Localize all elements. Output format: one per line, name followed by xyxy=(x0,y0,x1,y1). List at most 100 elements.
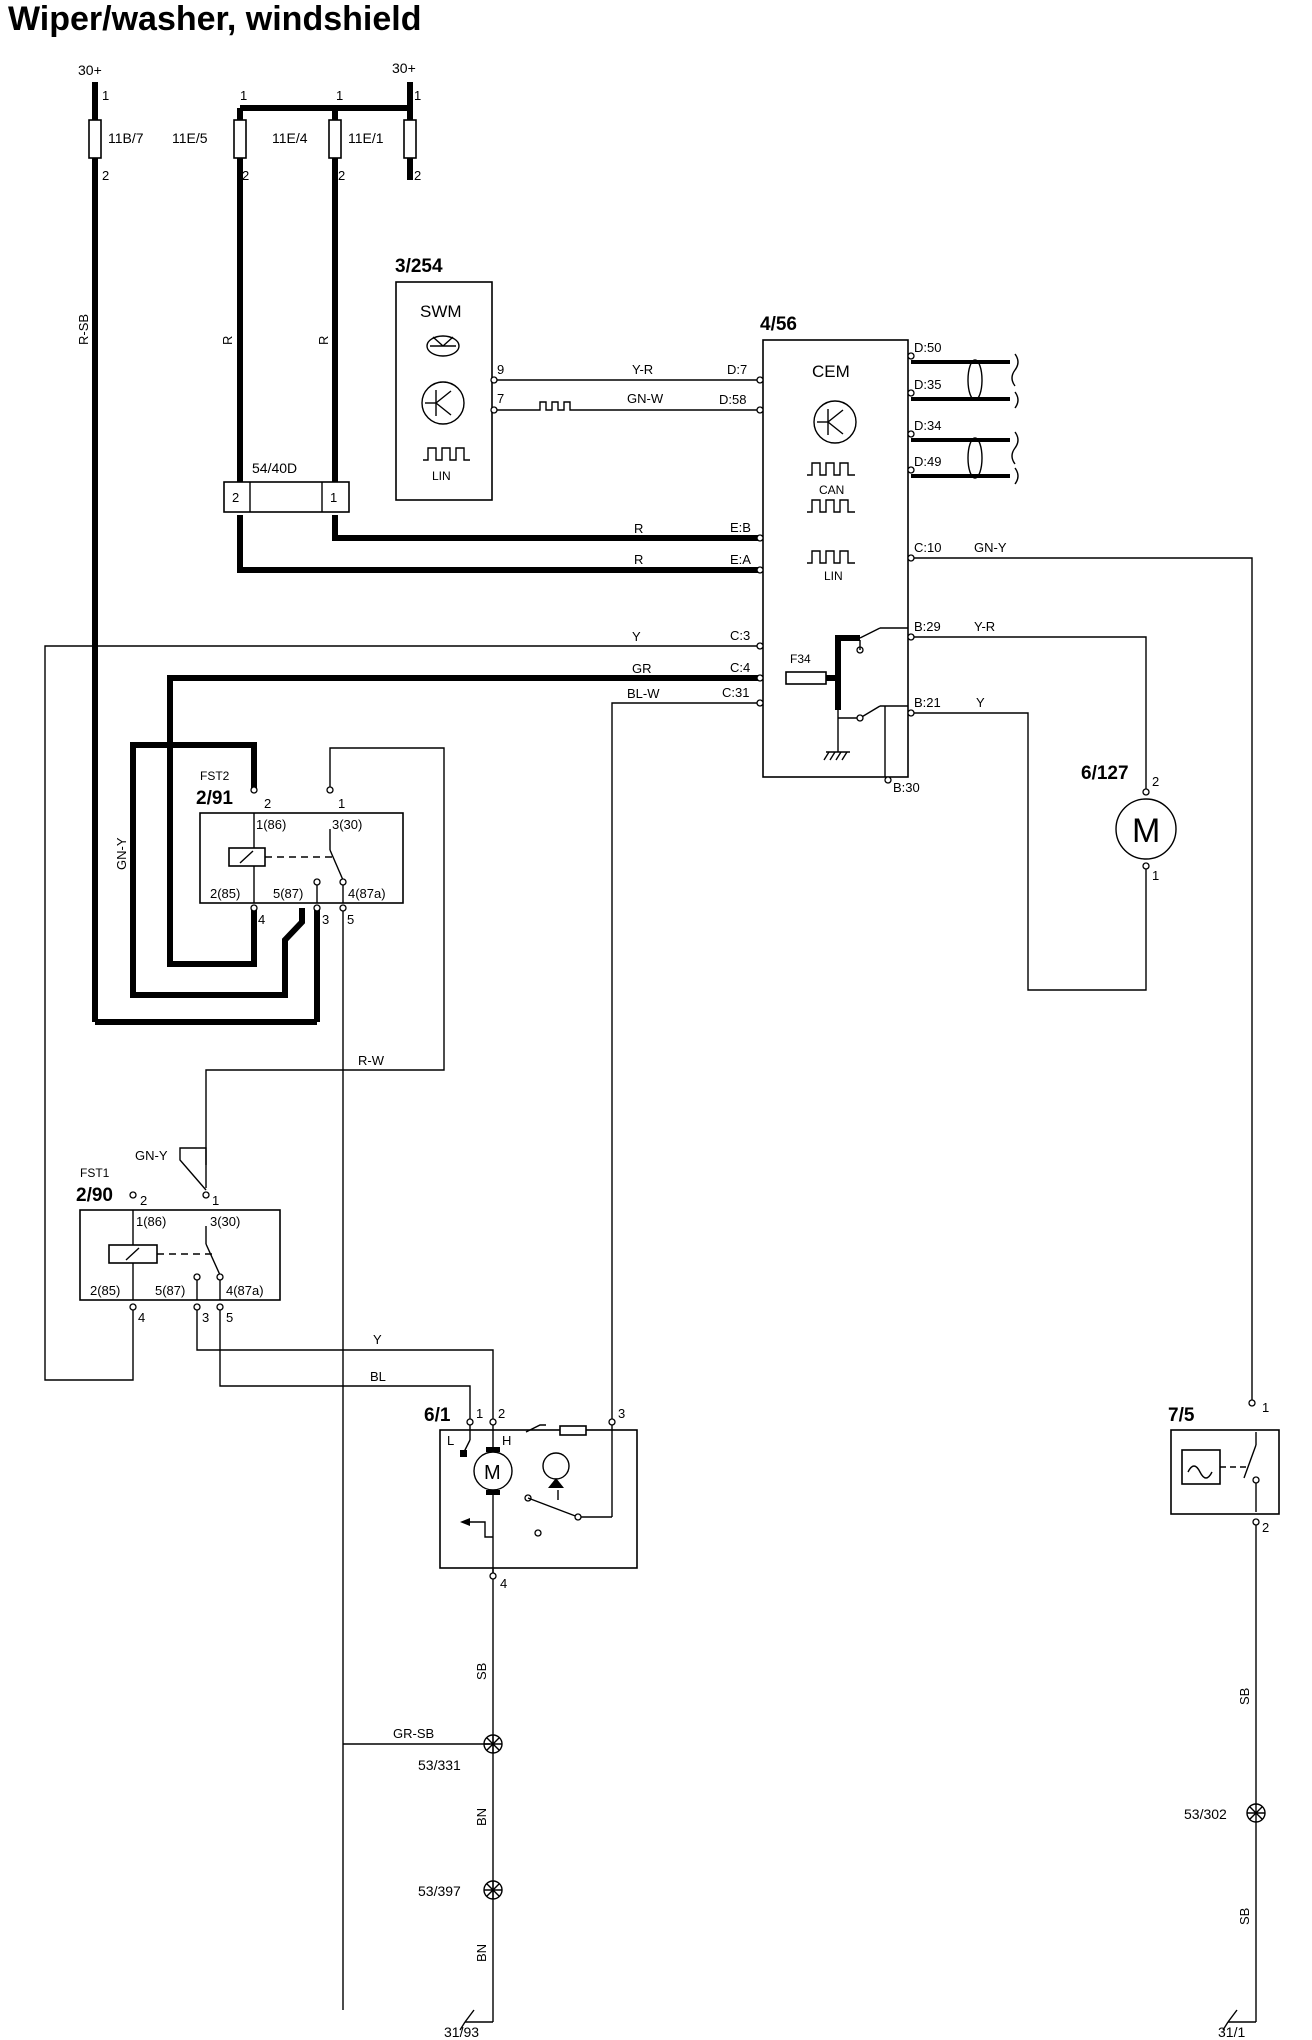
wire-color-label: R-W xyxy=(358,1053,385,1068)
relay-pin-label: 3(30) xyxy=(332,817,362,832)
svg-text:1: 1 xyxy=(240,88,247,103)
relay-tag: FST2 xyxy=(200,769,230,783)
switch-pin-2: 2 xyxy=(1262,1520,1269,1535)
svg-text:1: 1 xyxy=(336,88,343,103)
wire-color-label: SB xyxy=(474,1663,489,1680)
relay-pin-label: 5(87) xyxy=(273,886,303,901)
level-sensor-icon xyxy=(1187,1465,1213,1479)
connector-54-40d: 54/40D 2 1 xyxy=(223,460,350,513)
wire-color-label: R-SB xyxy=(76,314,91,345)
washer-motor-id: 6/127 xyxy=(1081,763,1129,784)
diagram-title: Wiper/washer, windshield xyxy=(8,0,421,38)
relay-id: 2/91 xyxy=(196,788,233,809)
park-cam-icon xyxy=(525,1424,546,1433)
wiper-speed-high: H xyxy=(502,1433,511,1448)
lin-signal-icon xyxy=(807,550,855,564)
relay-pin-label: 3(30) xyxy=(210,1214,240,1229)
wire-color-label: GN-Y xyxy=(974,540,1007,555)
wiper-speed-low: L xyxy=(447,1433,454,1448)
power-label-left: 30+ xyxy=(78,62,102,78)
fuse-label: 11E/4 xyxy=(272,130,308,146)
chassis-ground-left: 31/93 xyxy=(444,2009,494,2040)
cem-pin-d35: D:35 xyxy=(914,377,941,392)
relay-terminal: 1 xyxy=(212,1193,219,1208)
wiper-pin-3: 3 xyxy=(618,1406,625,1421)
wire-color-label: R xyxy=(634,552,643,567)
cem-pin-c3: C:3 xyxy=(730,628,750,643)
cem-id: 4/56 xyxy=(760,314,797,335)
svg-text:2: 2 xyxy=(338,168,345,183)
steering-wheel-icon xyxy=(426,335,460,357)
wire-color-label: R xyxy=(634,521,643,536)
wiper-pin-4: 4 xyxy=(500,1576,507,1591)
can-signal-icon xyxy=(807,462,855,476)
power-label-right: 30+ xyxy=(392,60,416,76)
wiper-motor-id: 6/1 xyxy=(424,1405,451,1426)
wiper-motor: 6/1 1 2 3 4 L H M xyxy=(424,1405,638,1591)
ground-point-label: 53/331 xyxy=(418,1757,461,1773)
wire-color-label: Y xyxy=(373,1332,382,1347)
ground-point-53-302: 53/302 xyxy=(1184,1803,1266,1823)
wire-color-label: Y xyxy=(976,695,985,710)
relay-pin-label: 4(87a) xyxy=(348,886,386,901)
svg-text:M: M xyxy=(484,1462,501,1484)
fuse-11e-4: 11E/4 xyxy=(272,119,342,159)
lin-signal-icon xyxy=(423,447,470,461)
cem-pin-d34: D:34 xyxy=(914,418,941,433)
washer-pin-1: 1 xyxy=(1152,868,1159,883)
thick-wiring xyxy=(92,158,760,1025)
cem-pin-d50: D:50 xyxy=(914,340,941,355)
wire-color-label: Y-R xyxy=(632,362,653,377)
switch-pin-1: 1 xyxy=(1262,1400,1269,1415)
chassis-ground-right: 31/1 xyxy=(1218,2009,1257,2040)
wire-color-label: Y-R xyxy=(974,619,995,634)
cem-pin-ea: E:A xyxy=(730,552,751,567)
ground-point-label: 53/302 xyxy=(1184,1806,1227,1822)
cem-pin-eb: E:B xyxy=(730,520,751,535)
washer-motor: 6/127 M 2 1 xyxy=(1081,763,1177,883)
relay-tag: FST1 xyxy=(80,1166,110,1180)
relay-terminal: 5 xyxy=(347,912,354,927)
wiper-pin-2: 2 xyxy=(498,1406,505,1421)
ground-point-label: 53/397 xyxy=(418,1883,461,1899)
switch-id: 7/5 xyxy=(1168,1405,1195,1426)
relay-terminal: 4 xyxy=(138,1310,145,1325)
fuse-11e-1: 11E/1 xyxy=(348,119,417,159)
wire-color-label: GR xyxy=(632,661,652,676)
can-signal-icon xyxy=(807,499,855,513)
wire-labels: R-SB R R Y-R GN-W R R Y GR BL-W GN-Y Y-R… xyxy=(76,314,1252,1962)
wire-color-label: R xyxy=(220,336,235,345)
cem-pin-d49: D:49 xyxy=(914,454,941,469)
relay-pin-label: 1(86) xyxy=(256,817,286,832)
ground-point-53-331: 53/331 xyxy=(418,1734,503,1773)
wire-color-label: BL-W xyxy=(627,686,660,701)
svg-text:2: 2 xyxy=(102,168,109,183)
transistor-icon xyxy=(813,400,857,444)
relay-pin-label: 1(86) xyxy=(136,1214,166,1229)
relay-terminal: 4 xyxy=(258,912,265,927)
relay-terminal: 3 xyxy=(202,1310,209,1325)
wire-color-label: SB xyxy=(1237,1908,1252,1925)
transistor-icon xyxy=(421,381,465,425)
ground-label: 31/93 xyxy=(444,2024,479,2040)
power-supply: 30+ 30+ 1 1 1 1 2 2 2 2 xyxy=(78,60,421,183)
swm-module: 3/254 SWM LIN 9 7 xyxy=(395,256,504,501)
wire-color-label: GN-Y xyxy=(135,1148,168,1163)
can-bus-lines xyxy=(911,353,1019,485)
cem-can-label: CAN xyxy=(819,483,844,497)
swm-pin-7: 7 xyxy=(497,391,504,406)
wire-color-label: GN-W xyxy=(627,391,664,406)
cem-name: CEM xyxy=(812,362,850,381)
fuse-11b-7: 11B/7 xyxy=(88,119,144,159)
swm-name: SWM xyxy=(420,302,462,321)
wire-color-label: R xyxy=(316,336,331,345)
relay-pin-label: 4(87a) xyxy=(226,1283,264,1298)
washer-motor-symbol: M xyxy=(1132,812,1160,850)
cem-pin-b30: B:30 xyxy=(893,780,920,795)
cem-fuse-label: F34 xyxy=(790,652,811,666)
swm-id: 3/254 xyxy=(395,256,443,277)
relay-terminal: 2 xyxy=(264,796,271,811)
swm-bus: LIN xyxy=(432,469,451,483)
switch-7-5: 7/5 1 2 xyxy=(1168,1399,1280,1535)
cem-pin-b29: B:29 xyxy=(914,619,941,634)
